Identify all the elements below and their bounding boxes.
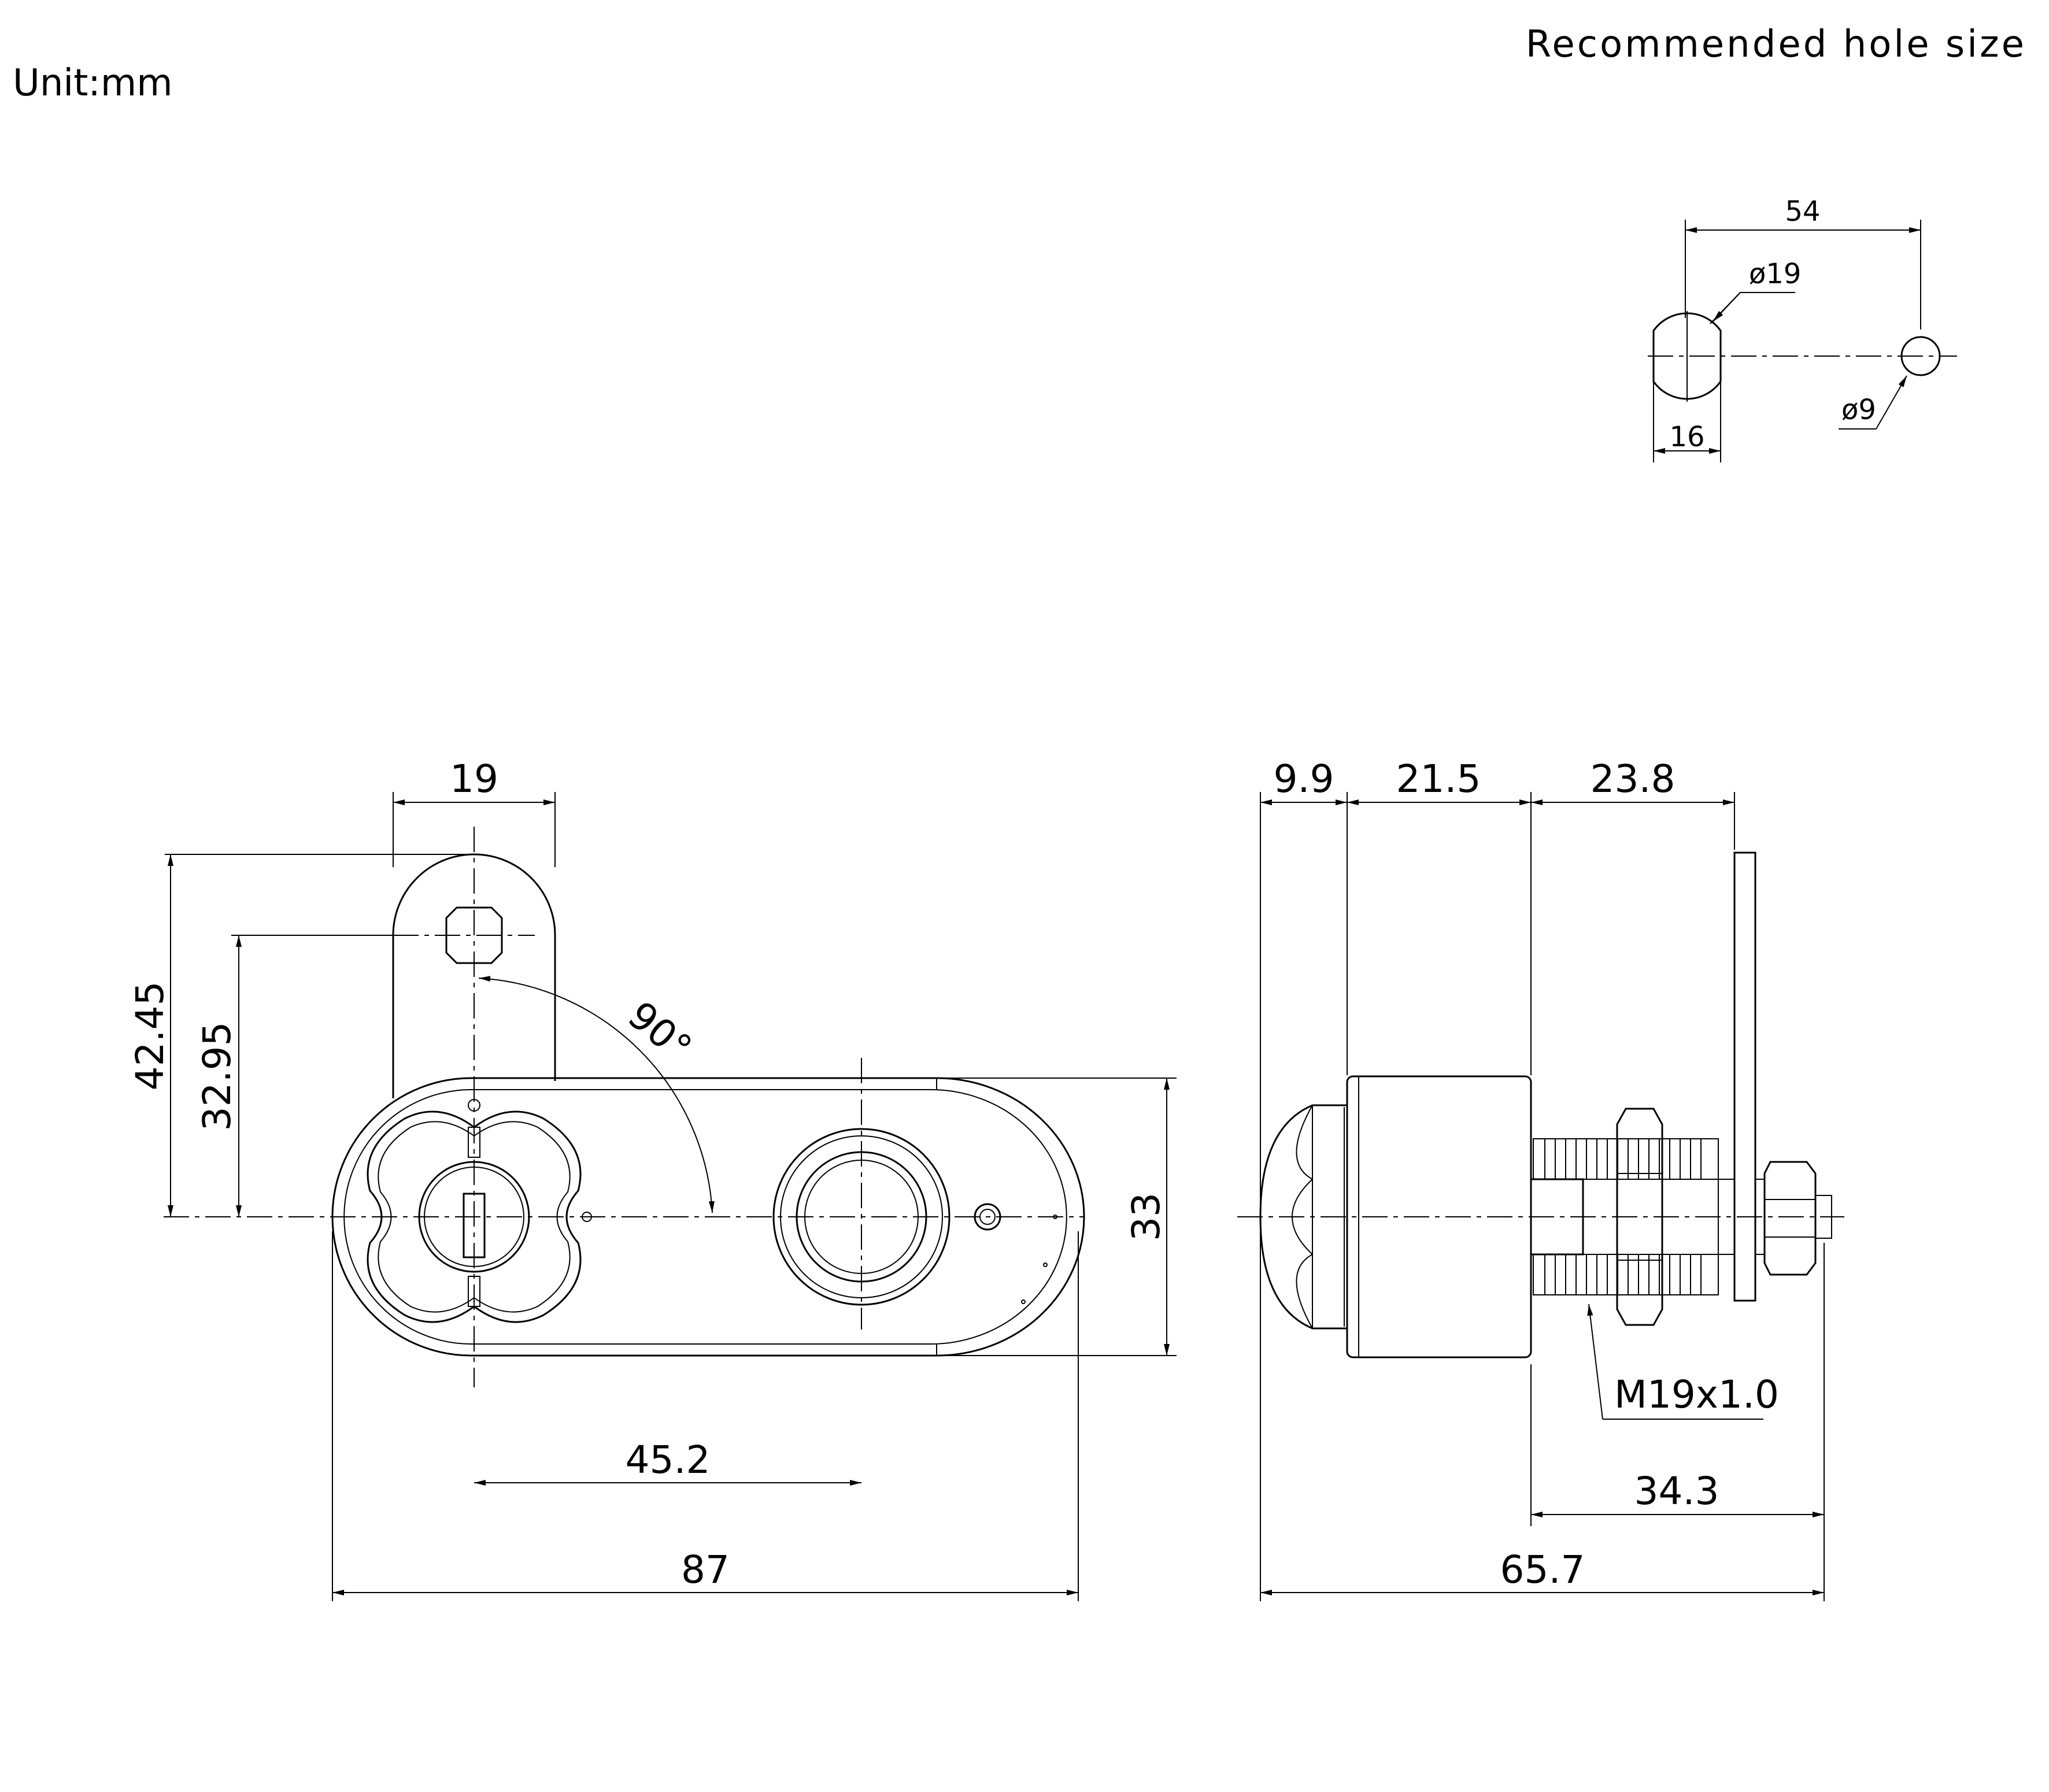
body-height-dimension: 33: [1124, 1193, 1168, 1241]
cam-offset-outer-dimension: 42.45: [128, 982, 172, 1091]
screw-hole: [974, 1203, 1001, 1231]
flat-width-dimension: 16: [1669, 421, 1704, 453]
rotation-angle: 90°: [620, 993, 700, 1071]
cam-plate-side: [1733, 851, 1756, 1302]
hole-spacing-dimension: 54: [1785, 195, 1820, 228]
cam-width-dimension: 19: [450, 757, 498, 801]
small-hole-diameter: ø9: [1841, 394, 1876, 426]
keyway-slot: [463, 1193, 486, 1258]
total-length-front-dimension: 87: [681, 1547, 730, 1592]
total-length-side-dimension: 65.7: [1500, 1547, 1585, 1592]
thread-lower: [1533, 1254, 1719, 1295]
small-hole-outline: [1900, 336, 1941, 376]
large-hole-diameter: ø19: [1749, 258, 1801, 290]
side-view: 9.9 21.5 23.8 M19x1.0 34.3 65.7: [1237, 757, 1844, 1601]
end-nut: [1763, 1161, 1817, 1276]
shank-depth-dimension: 23.8: [1591, 757, 1676, 801]
mounting-bush: [772, 1128, 950, 1306]
thread-spec: M19x1.0: [1614, 1372, 1779, 1417]
key-cylinder: [418, 1161, 530, 1273]
cam-offset-inner-dimension: 32.95: [195, 1022, 239, 1131]
cam-square-hole: [445, 906, 503, 964]
hole-size-title: Recommended hole size: [1526, 23, 2026, 66]
unit-label: Unit:mm: [13, 62, 173, 105]
head-depth-dimension: 9.9: [1274, 757, 1334, 801]
body-depth-dimension: 21.5: [1396, 757, 1481, 801]
recommended-hole-diagram: 54 ø19 16 ø9: [1648, 195, 1957, 462]
hex-nut: [1616, 1108, 1663, 1326]
thread-length-dimension: 34.3: [1634, 1469, 1719, 1513]
thread-upper: [1533, 1138, 1719, 1180]
hole-spacing-front-dimension: 45.2: [626, 1438, 711, 1482]
front-view: 90° 19 42.45 32.95 33 45.2 87: [128, 757, 1177, 1601]
